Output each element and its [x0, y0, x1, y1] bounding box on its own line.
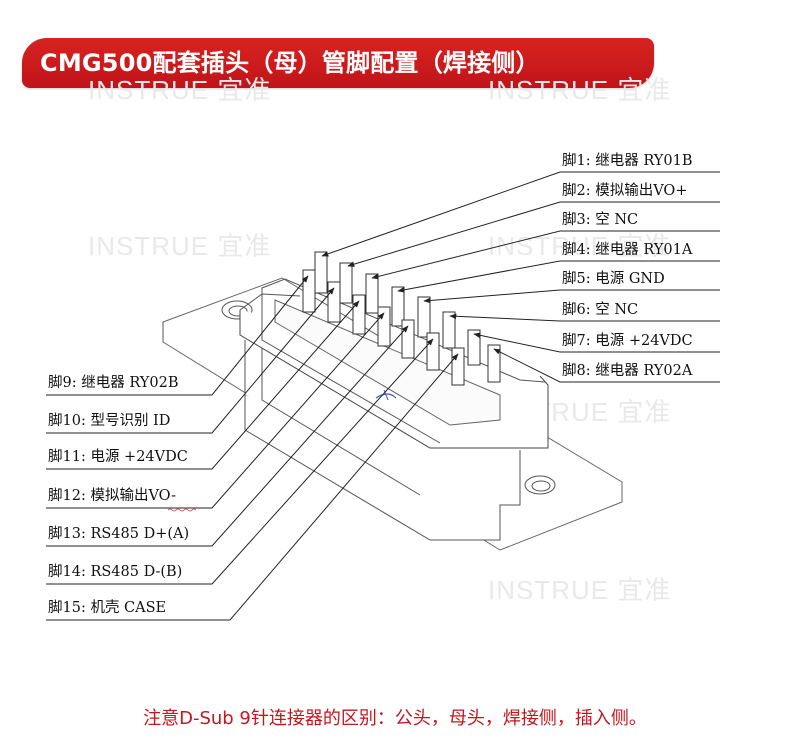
watermark: INSTRUE 宜准 — [488, 231, 672, 261]
pin-2-label: 脚2: 模拟输出VO+ — [562, 183, 688, 199]
left-leader-lines — [46, 275, 459, 621]
spellcheck-underline — [167, 508, 197, 512]
pin-11-label: 脚11: 电源 +24VDC — [48, 449, 188, 465]
pin-8-label: 脚8: 继电器 RY02A — [562, 363, 693, 379]
watermark: INSTRUE 宜准 — [88, 231, 272, 261]
pin-12-label: 脚12: 模拟输出VO- — [48, 488, 176, 504]
title-banner — [22, 38, 654, 88]
pin-4-label: 脚4: 继电器 RY01A — [562, 242, 693, 258]
footer-note: 注意D-Sub 9针连接器的区别：公头，母头，焊接侧，插入侧。 — [143, 708, 647, 729]
pin-15-label: 脚15: 机壳 CASE — [48, 600, 167, 616]
pin-1-label: 脚1: 继电器 RY01B — [562, 153, 693, 169]
pin-5-label: 脚5: 电源 GND — [562, 271, 665, 287]
pin-6-label: 脚6: 空 NC — [562, 302, 639, 318]
watermark: INSTRUE 宜准 — [488, 75, 672, 105]
pin-3-label: 脚3: 空 NC — [562, 212, 639, 228]
pin-10-label: 脚10: 型号识别 ID — [48, 413, 171, 429]
page-title: CMG500配套插头（母）管脚配置（焊接侧） — [40, 49, 540, 77]
watermark: INSTRUE 宜准 — [488, 575, 672, 605]
pin-14-label: 脚14: RS485 D-(B) — [48, 564, 183, 580]
pin-7-label: 脚7: 电源 +24VDC — [562, 333, 693, 349]
pin-9-label: 脚9: 继电器 RY02B — [48, 375, 179, 391]
connector-body — [162, 277, 623, 551]
pin-13-label: 脚13: RS485 D+(A) — [48, 526, 190, 542]
watermark: INSTRUE 宜准 — [88, 75, 272, 105]
right-leader-lines — [321, 171, 720, 383]
